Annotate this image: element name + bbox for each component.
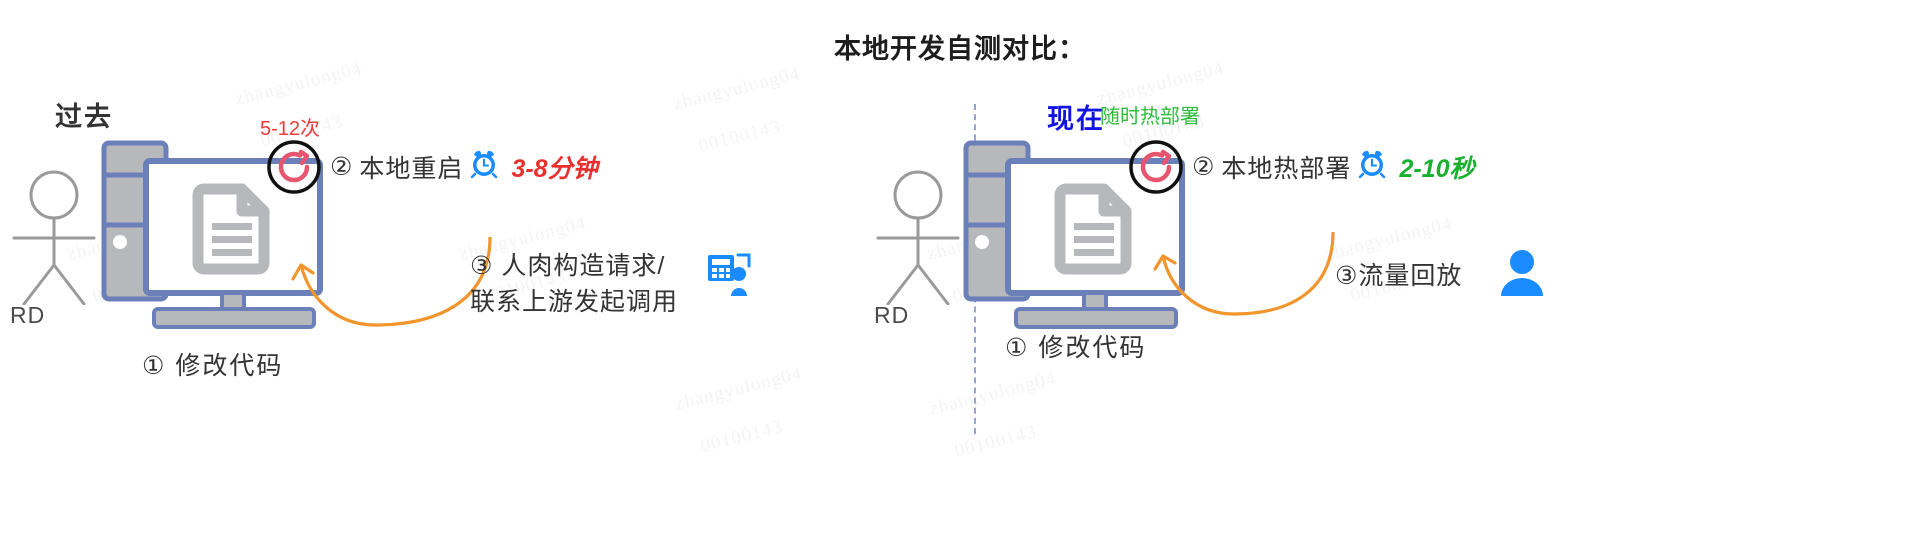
alarm-clock-icon bbox=[1357, 148, 1387, 185]
curved-arrow-icon bbox=[285, 225, 495, 340]
step2-label-past: 本地重启 bbox=[359, 154, 464, 183]
step2-duration-past: 3-8分钟 bbox=[511, 154, 598, 183]
watermark-line1: zhangyulong04 bbox=[927, 368, 1058, 420]
step2-label-now: 本地热部署 bbox=[1221, 154, 1352, 183]
step2-duration-now: 2-10秒 bbox=[1399, 154, 1475, 183]
stick-figure-icon bbox=[8, 170, 100, 305]
curved-arrow-icon bbox=[1148, 222, 1338, 327]
panel-heading-past: 过去 bbox=[55, 102, 113, 132]
watermark-line2: 00100143 bbox=[952, 412, 1070, 462]
page-title: 本地开发自测对比： bbox=[834, 34, 1086, 64]
stick-figure-icon bbox=[872, 170, 964, 305]
step3-line1-now: ③流量回放 bbox=[1335, 262, 1463, 290]
iteration-count-past: 5-12次 bbox=[260, 118, 321, 140]
watermark-line1: zhangyulong04 bbox=[673, 363, 804, 415]
desktop-computer-icon bbox=[100, 139, 330, 331]
refresh-icon bbox=[265, 138, 323, 201]
step1-label-past: ① 修改代码 bbox=[142, 352, 284, 380]
hot-deploy-note-now: 随时热部署 bbox=[1100, 106, 1200, 128]
watermark: zhangyulong04 00100143 bbox=[656, 340, 821, 487]
step2-number-past: ② bbox=[330, 152, 354, 181]
fax-contact-icon bbox=[705, 252, 753, 305]
alarm-clock-icon bbox=[469, 148, 499, 185]
step2-row-past: ② 本地重启 3-8分钟 bbox=[330, 148, 598, 185]
step3-row-now: ③流量回放 bbox=[1335, 259, 1462, 295]
step2-row-now: ② 本地热部署 2-10秒 bbox=[1192, 148, 1474, 185]
desktop-computer-icon bbox=[962, 139, 1192, 331]
watermark: zhangyulong04 00100143 bbox=[910, 345, 1075, 492]
watermark-line1: zhangyulong04 bbox=[671, 63, 802, 115]
step3-line1-past: ③ 人肉构造请求/ bbox=[470, 252, 666, 280]
person-icon bbox=[1500, 249, 1544, 302]
actor-label-past: RD bbox=[10, 302, 46, 328]
step3-row-past: ③ 人肉构造请求/ 联系上游发起调用 bbox=[470, 249, 678, 320]
step1-label-now: ① 修改代码 bbox=[1005, 334, 1147, 362]
actor-label-now: RD bbox=[874, 302, 910, 328]
refresh-icon bbox=[1127, 138, 1185, 201]
step3-line2-past: 联系上游发起调用 bbox=[470, 287, 679, 316]
watermark-line2: 00100143 bbox=[698, 407, 816, 457]
panel-heading-now: 现在 bbox=[1047, 104, 1105, 134]
step2-number-now: ② bbox=[1192, 152, 1216, 181]
watermark-line1: zhangyulong04 bbox=[1323, 213, 1454, 265]
watermark-line2: 00100143 bbox=[696, 107, 814, 157]
